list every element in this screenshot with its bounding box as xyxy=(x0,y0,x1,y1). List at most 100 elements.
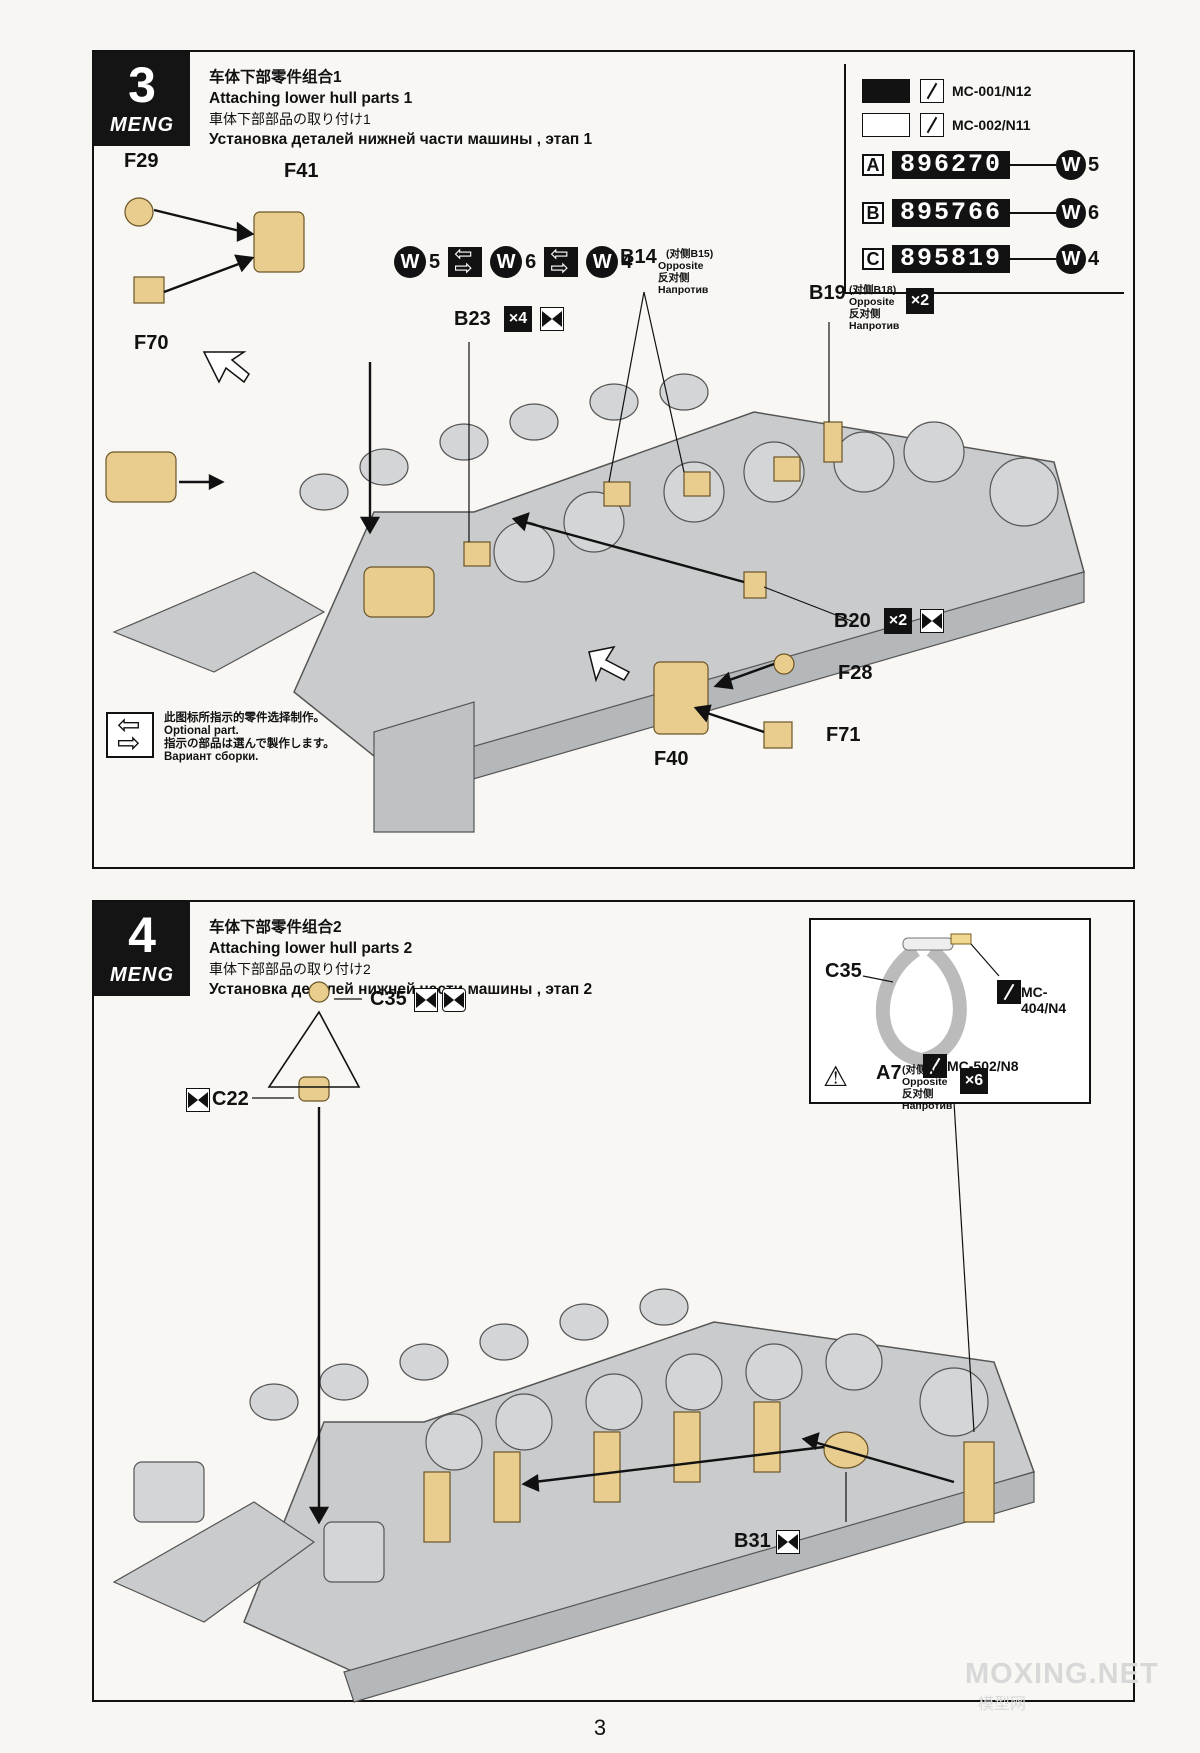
hull-rear-plate xyxy=(112,571,326,673)
mix-code: 896270 xyxy=(892,151,1011,179)
step-4-panel: 4 MENG 车体下部零件组合2 Attaching lower hull pa… xyxy=(92,900,1135,1703)
optional-note-cn: 此图标所指示的零件选择制作。 xyxy=(164,712,325,724)
swap-icon xyxy=(448,241,483,281)
w-circle-icon: W xyxy=(394,246,426,278)
shackle-illustration xyxy=(862,933,1000,1070)
bowtie-icon xyxy=(540,307,564,331)
watermark: MOXING.NET xyxy=(965,1658,1159,1690)
brand-logo: MENG xyxy=(110,114,174,136)
white-swatch xyxy=(862,113,910,137)
b14-opposite-en: Opposite xyxy=(658,260,704,272)
brush-icon xyxy=(920,79,944,103)
part-label-f29: F29 xyxy=(124,150,159,172)
part-label-b23: B23 xyxy=(454,308,491,330)
part-label-c35: C35 xyxy=(370,988,407,1010)
paint-row: MC-002/N11 xyxy=(862,112,1031,138)
brush-icon xyxy=(997,980,1021,1004)
w-number: 4 xyxy=(1088,247,1100,270)
optional-note-ru: Вариант сборки. xyxy=(164,751,259,763)
title-cn: 车体下部零件组合2 xyxy=(209,919,342,936)
quantity-badge: ×6 xyxy=(960,1068,988,1094)
hull-front-plate xyxy=(373,701,475,833)
step-4-titles: 车体下部零件组合2 Attaching lower hull parts 2 車… xyxy=(209,918,592,1000)
w-sequence: W 5 W 6 W 4 xyxy=(394,241,640,281)
paint-code: MC-002/N11 xyxy=(952,117,1031,133)
w-number: 5 xyxy=(429,250,441,273)
part-label-b19: B19 xyxy=(809,282,846,304)
b19-opposite-cn: (对侧B18) xyxy=(849,284,897,296)
quantity-badge: ×2 xyxy=(906,288,934,314)
brush-icon xyxy=(920,113,944,137)
w-number: 4 xyxy=(621,250,633,273)
optional-part-note: 此图标所指示的零件选择制作。 Optional part. 指示の部品は選んで製… xyxy=(106,708,335,764)
step-3-titles: 车体下部零件组合1 Attaching lower hull parts 1 車… xyxy=(209,68,592,150)
no-glue-icon xyxy=(442,988,466,1012)
title-en: Attaching lower hull parts 2 xyxy=(209,939,413,957)
w-circle-icon: W xyxy=(1056,150,1087,180)
w-circle-icon: W xyxy=(490,246,523,278)
mix-code: 895819 xyxy=(892,245,1011,273)
optional-note-en: Optional part. xyxy=(164,725,239,737)
direction-arrow-icon xyxy=(202,351,250,384)
title-jp: 車体下部部品の取り付け1 xyxy=(209,111,371,127)
part-label-f41: F41 xyxy=(284,160,319,182)
warning-icon: ⚠ xyxy=(823,1061,849,1092)
w-number: 6 xyxy=(1088,201,1100,224)
quantity-badge: ×4 xyxy=(504,306,532,332)
paint-legend: MC-001/N12 MC-002/N11 A 896270 W 5 B 895… xyxy=(844,64,1124,294)
mix-letter: C xyxy=(862,248,884,270)
part-label-c35: C35 xyxy=(825,960,862,982)
mix-letter: A xyxy=(862,154,884,176)
title-ru: Установка деталей нижней части машины , … xyxy=(209,980,593,998)
a7-opposite-jp: 反对侧 xyxy=(902,1088,934,1100)
quantity-badge: ×2 xyxy=(884,608,912,634)
brush-icon xyxy=(923,1054,947,1078)
title-jp: 車体下部部品の取り付け2 xyxy=(209,961,371,977)
watermark-cn: 模型网 xyxy=(978,1696,1027,1713)
hull-sponson xyxy=(343,1471,1035,1703)
a7-opposite-en: Opposite xyxy=(902,1076,948,1088)
step-number: 4 xyxy=(128,907,156,963)
page-number: 3 xyxy=(593,1715,607,1740)
mix-row-a: A 896270 W 5 xyxy=(862,150,1099,180)
leader-lines xyxy=(468,291,855,623)
paint-code: MC-404/N4 xyxy=(1021,984,1067,1016)
mix-row-b: B 895766 W 6 xyxy=(862,198,1099,228)
step-3-badge: 3 MENG xyxy=(94,52,190,146)
paint-row: MC-001/N12 xyxy=(862,78,1031,104)
a7-opposite-cn: (对侧A6) xyxy=(902,1064,944,1076)
lift-triangle xyxy=(267,1010,361,1088)
mix-row-c: C 895819 W 4 xyxy=(862,244,1099,274)
part-label-f71: F71 xyxy=(826,724,861,746)
w-circle-icon: W xyxy=(1056,244,1087,274)
optional-note-jp: 指示の部品は選んで製作します。 xyxy=(164,738,335,750)
w-circle-icon: W xyxy=(586,246,619,278)
part-label-a7: A7 xyxy=(876,1062,902,1084)
step-number: 3 xyxy=(128,57,156,113)
detail-inset: C35 MC-404/N4 MC-502/N8 ⚠ xyxy=(809,918,1091,1104)
part-label-f70: F70 xyxy=(134,332,169,354)
connector-line xyxy=(1010,212,1057,214)
w-circle-icon: W xyxy=(1056,198,1087,228)
assembly-arrows xyxy=(308,1107,955,1525)
w-number: 5 xyxy=(1088,153,1100,176)
assembly-arrows xyxy=(153,208,775,734)
title-cn: 车体下部零件组合1 xyxy=(209,69,342,86)
b19-opposite-ru: Напротив xyxy=(849,320,900,332)
title-ru: Установка деталей нижней части машины , … xyxy=(209,130,593,148)
b14-opposite-jp: 反对侧 xyxy=(658,272,690,284)
step-4-illustration xyxy=(112,981,1035,1703)
part-label-b20: B20 xyxy=(834,610,871,632)
b19-opposite-en: Opposite xyxy=(849,296,895,308)
part-label-c22: C22 xyxy=(212,1088,249,1110)
part-label-b31: B31 xyxy=(734,1530,771,1552)
part-label-b14: B14 xyxy=(620,246,657,268)
mix-code: 895766 xyxy=(892,199,1011,227)
optional-part-icon xyxy=(106,708,154,759)
suspension-mounts xyxy=(133,1288,989,1583)
step-3-panel: 3 MENG 车体下部零件组合1 Attaching lower hull pa… xyxy=(92,50,1135,869)
step-4-badge: 4 MENG xyxy=(94,902,190,996)
title-en: Attaching lower hull parts 1 xyxy=(209,89,413,107)
bowtie-icon xyxy=(414,988,438,1012)
connector-line xyxy=(1010,164,1057,166)
